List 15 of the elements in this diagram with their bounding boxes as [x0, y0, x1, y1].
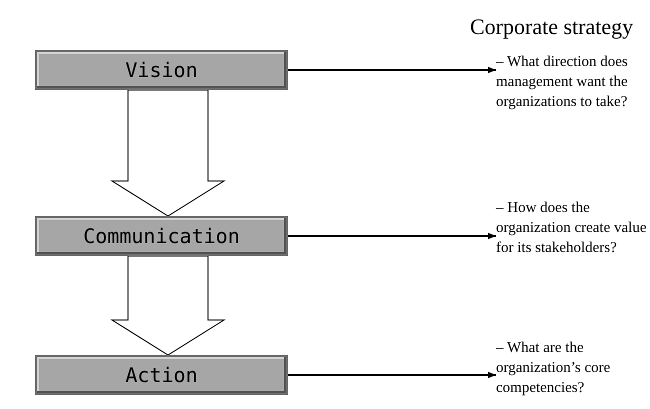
process-box	[35, 50, 288, 90]
arrow	[288, 372, 496, 378]
block-arrow	[110, 90, 226, 217]
box-label: Vision	[125, 57, 198, 84]
block-arrow	[110, 256, 226, 356]
process-box	[35, 355, 288, 395]
title: Corporate strategy	[470, 16, 634, 38]
box-label: Communication	[83, 223, 240, 250]
question-text: – What are the organization’s core competencies?	[496, 338, 650, 398]
question-text: – What direction does management want the organizations to take?	[496, 52, 650, 112]
arrow	[288, 232, 496, 240]
box-label: Action	[125, 362, 198, 389]
question-text: – How does the organization create value for its stakeholders?	[496, 198, 650, 258]
arrow	[288, 66, 496, 74]
process-box	[35, 216, 288, 256]
